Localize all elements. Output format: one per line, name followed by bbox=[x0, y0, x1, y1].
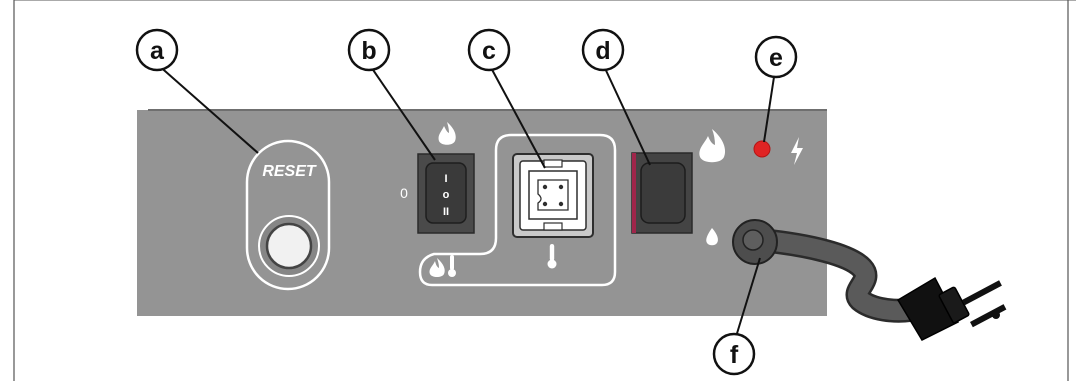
leader-a bbox=[156, 63, 259, 154]
burner-switch-module: 0 I o II bbox=[400, 153, 475, 234]
power-plug bbox=[896, 276, 1007, 341]
ignition-rocker[interactable] bbox=[640, 162, 686, 224]
flame-thermometer-icon bbox=[429, 255, 456, 277]
drop-icon bbox=[706, 228, 718, 246]
thermostat-outline bbox=[418, 133, 617, 287]
callout-a-label: a bbox=[150, 37, 165, 65]
switch-symbol-bottom: II bbox=[443, 206, 449, 218]
switch-symbol-top: I bbox=[444, 173, 447, 185]
leader-f bbox=[734, 257, 761, 341]
callout-e: e bbox=[754, 35, 798, 79]
thermostat-socket bbox=[512, 153, 594, 238]
leader-c bbox=[488, 63, 546, 169]
indicator-led bbox=[753, 140, 771, 158]
power-cord bbox=[732, 219, 1007, 341]
rocker-switch[interactable] bbox=[425, 162, 467, 224]
ignition-switch-module bbox=[631, 152, 693, 234]
callout-d-label: d bbox=[595, 37, 610, 65]
callout-a: a bbox=[135, 28, 179, 72]
leader-b bbox=[368, 63, 436, 161]
switch-off-label: 0 bbox=[400, 185, 408, 201]
reset-module: RESET bbox=[245, 139, 331, 291]
callout-b-label: b bbox=[361, 37, 376, 65]
callout-f: f bbox=[712, 332, 756, 376]
thermometer-icon bbox=[547, 244, 557, 269]
leader-d bbox=[602, 63, 651, 166]
callout-d: d bbox=[581, 28, 625, 72]
callout-f-label: f bbox=[730, 341, 739, 369]
reset-button[interactable] bbox=[265, 222, 313, 270]
switch-symbol-mid: o bbox=[443, 189, 450, 201]
callout-c: c bbox=[467, 28, 511, 72]
callout-leaders bbox=[156, 63, 777, 341]
callout-b: b bbox=[347, 28, 391, 72]
reset-label: RESET bbox=[262, 163, 317, 180]
flame-icon bbox=[699, 129, 726, 163]
callout-e-label: e bbox=[769, 44, 783, 72]
callout-c-label: c bbox=[482, 37, 496, 65]
lightning-icon bbox=[791, 137, 803, 165]
flame-icon bbox=[438, 122, 456, 145]
